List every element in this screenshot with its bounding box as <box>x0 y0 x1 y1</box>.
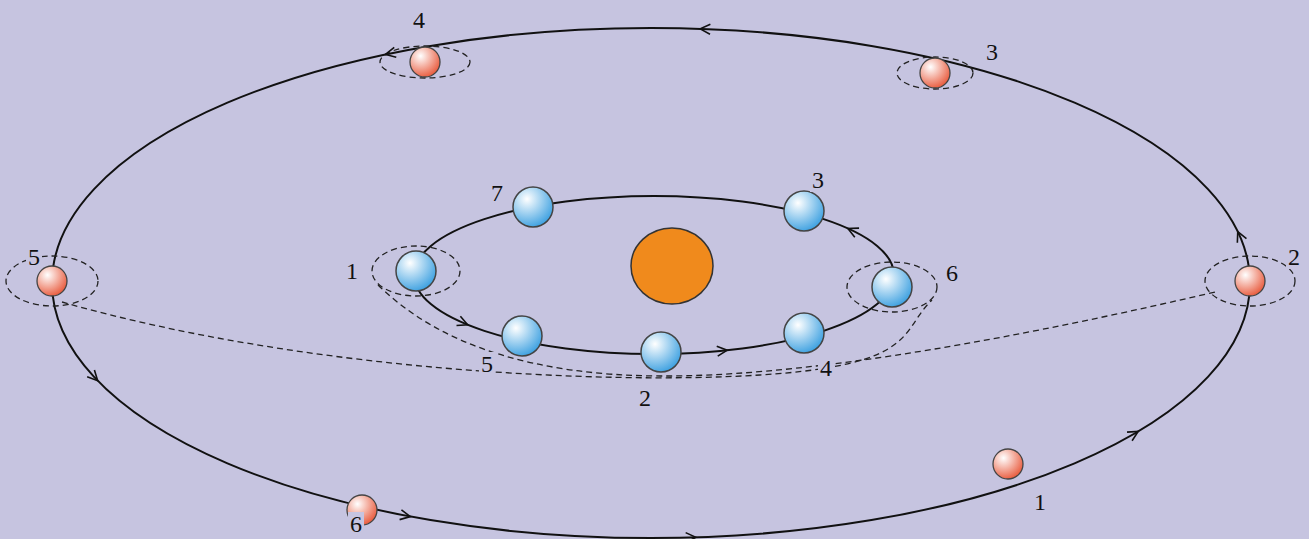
inner-planet <box>641 332 681 372</box>
callout-number: 1 <box>1032 490 1048 514</box>
callout-number: 2 <box>637 386 653 410</box>
sun <box>631 228 713 304</box>
dashed-ring <box>847 262 937 312</box>
outer-planet <box>993 449 1023 479</box>
callout-number: 4 <box>818 356 834 380</box>
orbit-arrowhead <box>1127 427 1141 441</box>
callout-number: 4 <box>411 8 427 32</box>
outer-orbit <box>52 28 1250 538</box>
inner-planet <box>784 313 824 353</box>
outer-planets <box>37 47 1265 525</box>
callout-number: 1 <box>344 259 360 283</box>
dashed-ring <box>6 256 98 306</box>
dashed-ring <box>380 46 470 78</box>
dashed-ring <box>897 57 973 89</box>
orbit-arrowhead <box>457 316 470 329</box>
orbit-arrowhead <box>700 24 710 34</box>
inner-planets <box>396 187 912 372</box>
orbit-arrowhead <box>400 510 412 522</box>
orbit-arrowhead <box>384 47 396 59</box>
callout-number: 5 <box>479 352 495 376</box>
outer-planet <box>1235 266 1265 296</box>
callout-number: 6 <box>944 261 960 285</box>
dashed-ring <box>1205 256 1295 306</box>
orbit-arrowhead <box>717 345 728 356</box>
callout-number: 3 <box>810 168 826 192</box>
inner-planet <box>396 251 436 291</box>
sight-lines <box>6 46 1295 378</box>
inner-planet <box>872 267 912 307</box>
callout-number: 7 <box>489 181 505 205</box>
callout-number: 2 <box>1286 245 1302 269</box>
outer-planet <box>410 47 440 77</box>
orbit-arrowhead <box>87 370 101 384</box>
orbit-arrowhead <box>1233 229 1246 242</box>
callout-number: 3 <box>984 40 1000 64</box>
sight-line <box>62 300 932 378</box>
orbit-arrowhead <box>686 532 696 539</box>
inner-planet <box>502 316 542 356</box>
inner-planet <box>513 187 553 227</box>
outer-planet <box>37 266 67 296</box>
inner-planet <box>784 191 824 231</box>
dashed-ring <box>372 246 460 296</box>
orbit-arrowhead <box>846 224 859 237</box>
orbit-arrows <box>87 24 1246 539</box>
outer-planet <box>920 58 950 88</box>
callout-number: 6 <box>348 512 364 536</box>
sight-line <box>378 285 1215 376</box>
callout-number: 5 <box>26 245 42 269</box>
